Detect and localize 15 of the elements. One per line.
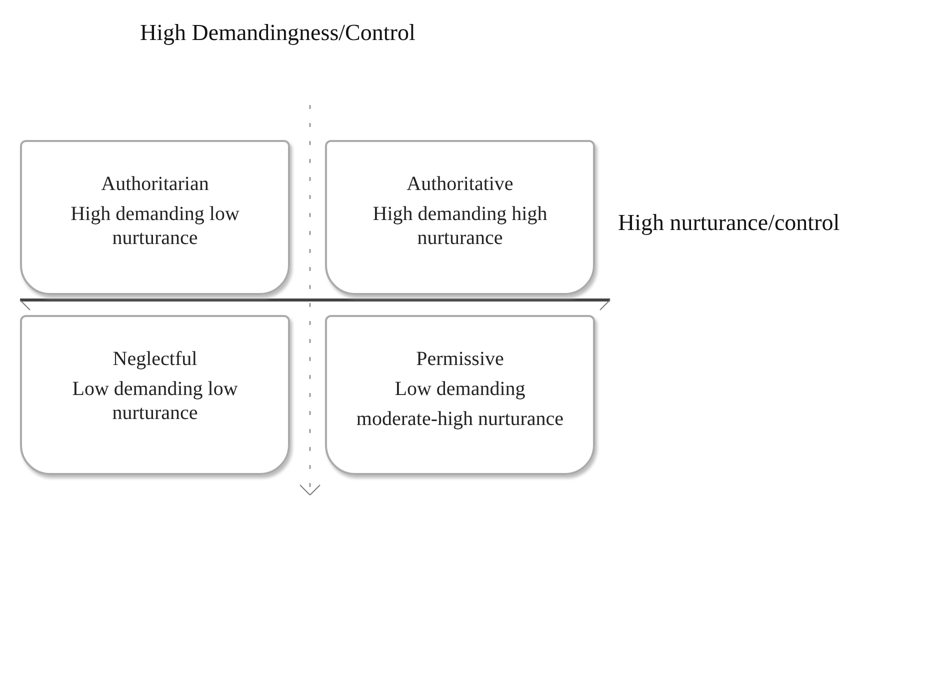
style-name: Neglectful: [112, 347, 198, 371]
style-description: Low demanding low nurturance: [71, 377, 239, 425]
quadrant-box: [20, 315, 290, 475]
quadrant-box: [20, 140, 290, 295]
style-description: High demanding high nurturance: [372, 202, 548, 250]
style-description: High demanding low nurturance: [70, 202, 240, 250]
style-description: moderate-high nurturance: [356, 407, 564, 431]
quadrant-box: [325, 140, 595, 295]
axis-label: High nurturance/control: [618, 210, 840, 236]
style-name: Permissive: [416, 347, 504, 371]
style-name: Authoritative: [406, 172, 514, 196]
axis-label: High Demandingness/Control: [140, 20, 416, 46]
quadrant-box: [325, 315, 595, 475]
style-description: Low demanding: [394, 377, 526, 401]
style-name: Authoritarian: [101, 172, 209, 196]
